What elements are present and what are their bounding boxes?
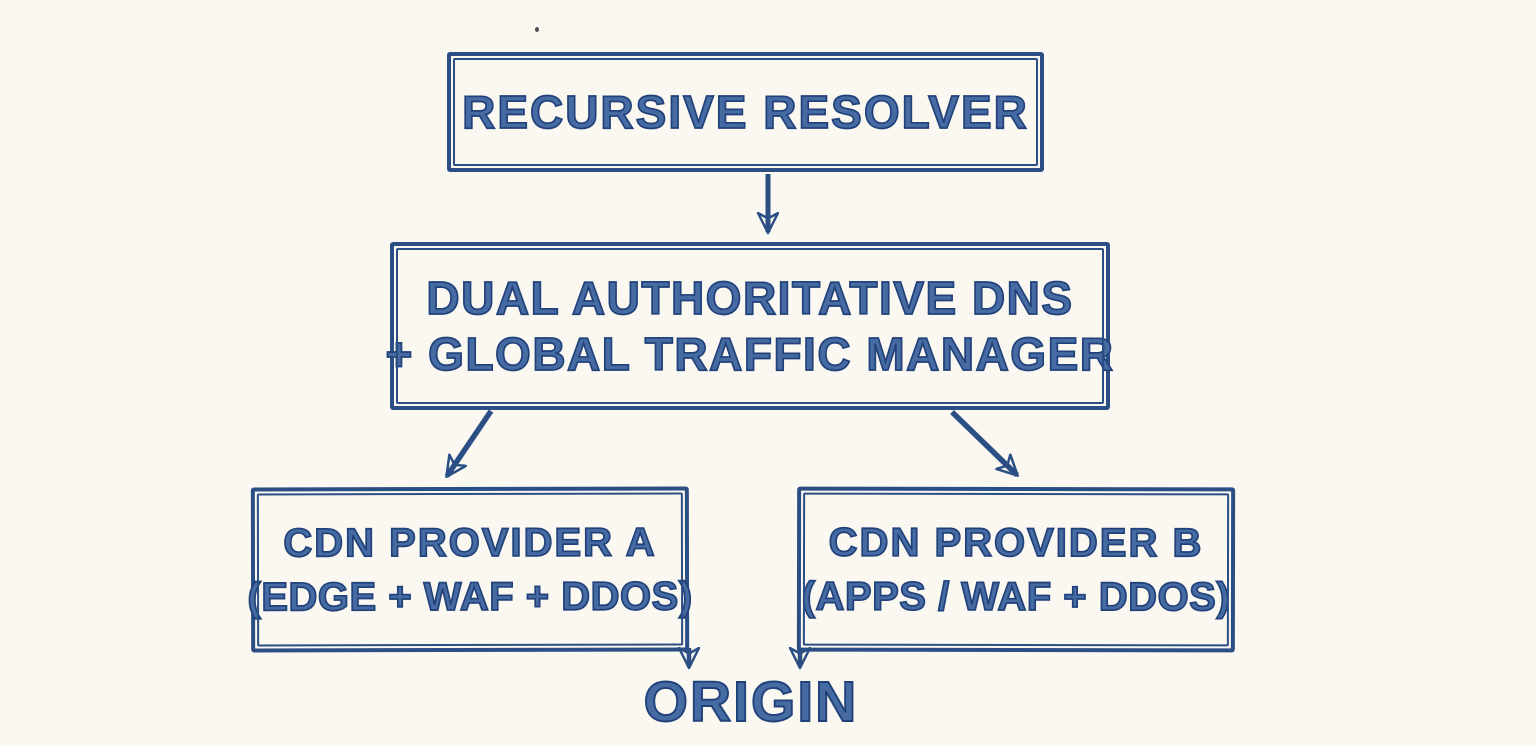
node-recursive-resolver: RECURSIVE RESOLVER xyxy=(447,52,1044,172)
node-cdn-provider-a: CDN PROVIDER A (EDGE + WAF + DDOS) xyxy=(247,486,694,653)
node-cdn-a-label-line1: CDN PROVIDER A xyxy=(282,519,657,565)
node-recursive-resolver-label: RECURSIVE RESOLVER xyxy=(461,85,1029,139)
edge-dns-to-cdn-a xyxy=(444,409,494,476)
node-cdn-b-label-line1: CDN PROVIDER B xyxy=(828,519,1204,565)
node-dns-label-line1: DUAL AUTHORITATIVE DNS xyxy=(426,271,1074,325)
node-origin: ORIGIN xyxy=(643,669,859,735)
edge-dns-to-cdn-b xyxy=(950,410,1017,477)
node-cdn-b-label-line2: (APPS / WAF + DDOS) xyxy=(801,573,1231,619)
node-dns-label-line2: + GLOBAL TRAFFIC MANAGER xyxy=(385,327,1115,381)
node-dual-authoritative-dns-gtm: DUAL AUTHORITATIVE DNS + GLOBAL TRAFFIC … xyxy=(385,242,1114,410)
node-cdn-provider-b: CDN PROVIDER B (APPS / WAF + DDOS) xyxy=(796,486,1236,653)
node-cdn-a-label-line2: (EDGE + WAF + DDOS) xyxy=(247,573,694,620)
ink-speck xyxy=(535,27,539,32)
